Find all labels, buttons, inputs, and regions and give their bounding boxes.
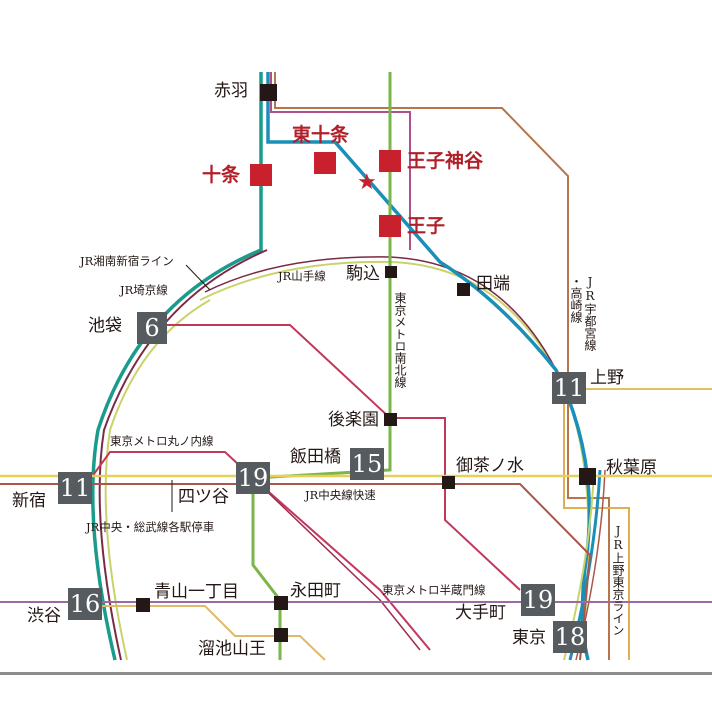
shonan-pointer [185,264,211,291]
station-marker-ochanomizu[interactable] [442,476,455,489]
line-shonan [98,249,268,661]
label-akabane: 赤羽 [214,81,248,101]
label-higashi-jujo: 東十条 [292,124,350,146]
label-otemachi: 大手町 [455,603,506,623]
label-ikebukuro: 池袋 [88,316,122,336]
label-aoyama-itchome: 青山一丁目 [154,582,239,602]
line-label-takasaki: ・高崎線 [569,275,583,323]
line-label-shonan-shinjuku: JR湘南新宿ライン [80,254,174,268]
line-marunouchi-2 [252,477,421,651]
line-saikyo [91,72,263,661]
line-label-utsunomiya: JR宇都宮線 [583,275,597,351]
label-ueno: 上野 [590,368,624,388]
line-yamanote-west [104,299,211,661]
badge-tokyo: 18 [553,621,587,653]
label-oji-kamiya: 王子神谷 [407,150,484,172]
label-tabata: 田端 [476,274,510,294]
label-komagome: 駒込 [346,264,380,284]
badge-iidabashi: 15 [350,448,384,480]
station-marker-oji-kamiya[interactable] [379,150,401,172]
station-marker-juj[interactable] [250,164,272,186]
badge-otemachi: 19 [521,584,555,616]
station-marker-tameike-sanno[interactable] [274,628,288,642]
label-oji: 王子 [407,215,446,237]
badge-shinjuku: 11 [58,472,92,504]
station-marker-tabata[interactable] [457,283,470,296]
badge-ueno: 11 [552,372,586,404]
line-label-chuo-sobu-local: JR中央・総武線各駅停車 [86,520,215,534]
line-label-yamanote: JR山手線 [278,269,326,283]
badge-yotsuya: 19 [236,462,270,494]
line-label-saikyo: JR埼京線 [120,283,168,297]
label-nagatacho: 永田町 [290,581,341,601]
station-marker-nagatacho[interactable] [274,596,288,610]
label-yotsuya: 四ツ谷 [178,487,229,507]
station-marker-korakuen[interactable] [384,413,397,426]
label-iidabashi: 飯田橋 [290,447,341,467]
label-shinjuku: 新宿 [12,491,46,511]
station-marker-oji[interactable] [379,215,401,237]
badge-shibuya: 16 [68,588,102,620]
line-label-hanzomon: 東京メトロ半蔵門線 [382,583,486,597]
label-ochanomizu: 御茶ノ水 [456,456,524,476]
label-jujo: 十条 [202,164,241,186]
bottom-divider [0,672,712,675]
line-label-ueno-tokyo: JR上野東京ライン [611,524,625,636]
line-utsunomiya [274,72,610,660]
line-label-marunouchi: 東京メトロ丸ノ内線 [110,434,214,448]
line-ginza [100,605,326,661]
station-marker-higashi-jujo[interactable] [314,152,336,174]
label-shibuya: 渋谷 [27,606,61,626]
line-label-chuo-rapid: JR中央線快速 [305,488,376,502]
badge-ikebukuro: 6 [137,312,167,344]
station-marker-akihabara[interactable] [579,468,596,485]
line-label-namboku: 東京メトロ南北線 [393,292,407,388]
station-marker-aoyama-itchome[interactable] [136,598,150,612]
station-marker-akabane[interactable] [260,84,277,101]
label-korakuen: 後楽園 [328,410,379,430]
label-akihabara: 秋葉原 [606,458,657,478]
label-tokyo: 東京 [512,628,546,648]
station-marker-komagome[interactable] [385,266,397,278]
label-tameike-sanno: 溜池山王 [198,639,266,659]
star-icon: ★ [357,170,377,195]
